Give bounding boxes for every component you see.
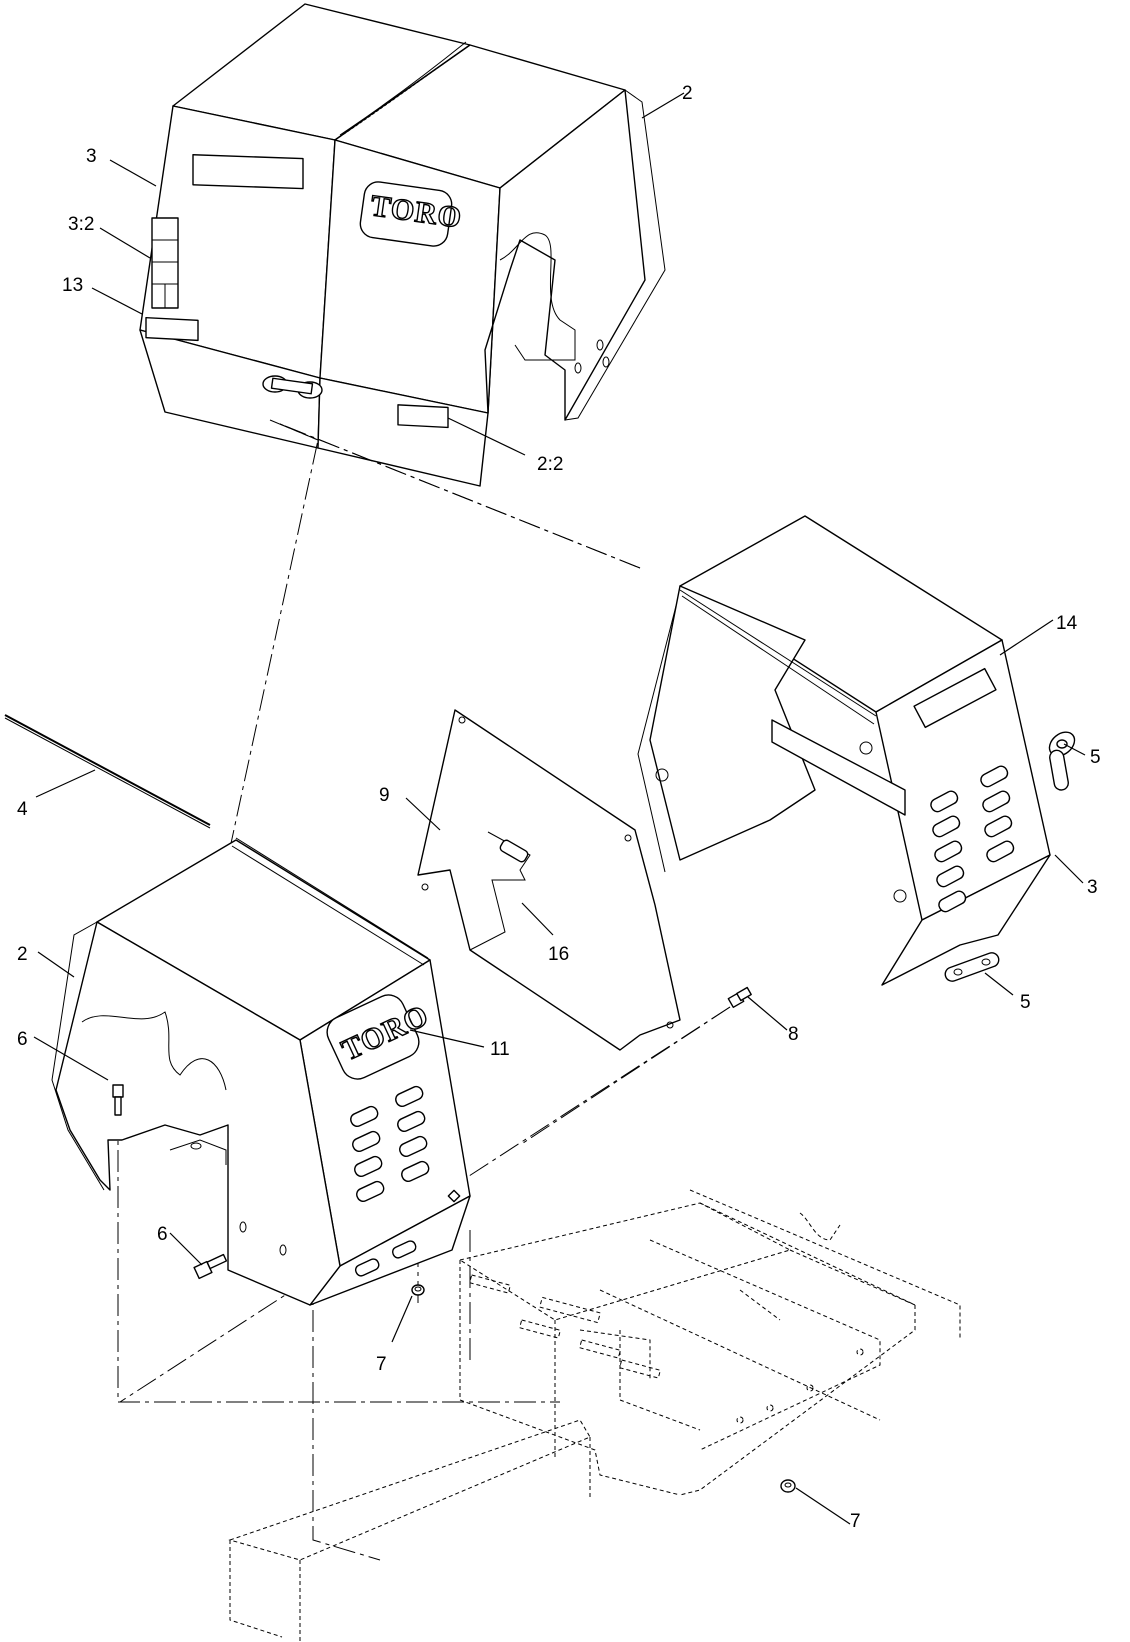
callout-6-lower: 6 — [157, 1224, 168, 1245]
baffle-panel — [417, 709, 681, 1051]
callout-2-left: 2 — [17, 944, 28, 965]
callout-7-left: 7 — [376, 1354, 387, 1375]
decal-left-upper — [192, 154, 304, 190]
rear-hood-left-side — [649, 585, 816, 861]
callout-2-top: 2 — [682, 83, 693, 104]
callout-13: 13 — [62, 275, 83, 296]
front-hinge — [231, 837, 429, 966]
callout-5-lower: 5 — [1020, 992, 1031, 1013]
toro-logo-upper — [359, 181, 453, 247]
rear-hood-lower — [881, 854, 1051, 986]
hood-latch — [262, 375, 323, 399]
latch-eyelet-upper — [1048, 731, 1076, 791]
hood-right-front-panel — [319, 139, 501, 414]
callout-3-2: 3:2 — [68, 214, 94, 235]
decal-2-2 — [397, 404, 449, 429]
decal-13 — [145, 316, 199, 342]
decal-14 — [913, 667, 997, 729]
bolt-6-upper — [112, 1084, 124, 1116]
latch-eyelet-lower — [944, 952, 1000, 982]
toro-logo-lower — [326, 994, 420, 1080]
nut-7-left — [411, 1284, 425, 1296]
callout-5-upper: 5 — [1090, 747, 1101, 768]
callout-2-2: 2:2 — [537, 454, 563, 475]
frame-phantom — [228, 1189, 961, 1642]
decal-16 — [499, 839, 529, 863]
rear-hinge — [679, 589, 877, 725]
callout-6-upper: 6 — [17, 1029, 28, 1050]
callout-3-top: 3 — [86, 146, 97, 167]
front-hood-half: TORO — [51, 837, 471, 1306]
hood-right-side-panel — [484, 89, 646, 421]
rear-hood-half — [637, 515, 1051, 986]
callout-11: 11 — [490, 1039, 510, 1060]
bolt-6-lower — [193, 1253, 228, 1280]
rear-vent-slots — [930, 765, 1015, 913]
callout-7-right: 7 — [850, 1511, 861, 1532]
hood-right-lower-panel — [317, 377, 489, 487]
nut-7-right — [780, 1479, 796, 1493]
callout-14: 14 — [1056, 613, 1078, 634]
leader-lines — [33, 92, 1086, 1525]
panel-9 — [417, 709, 681, 1051]
rear-hood-inner-bar — [771, 719, 906, 816]
front-vent-slots — [350, 1085, 430, 1277]
callout-3-right: 3 — [1087, 877, 1098, 898]
callout-labels: 2 3 3:2 13 2:2 14 5 9 4 3 16 5 2 11 8 6 … — [17, 83, 1101, 1532]
rod-4 — [4, 714, 211, 829]
assembled-hood: TORO — [139, 3, 666, 487]
callout-8: 8 — [788, 1024, 799, 1045]
callout-4: 4 — [17, 799, 28, 820]
callout-16: 16 — [548, 944, 569, 965]
callout-9: 9 — [379, 785, 390, 806]
fastener-8 — [727, 986, 752, 1009]
